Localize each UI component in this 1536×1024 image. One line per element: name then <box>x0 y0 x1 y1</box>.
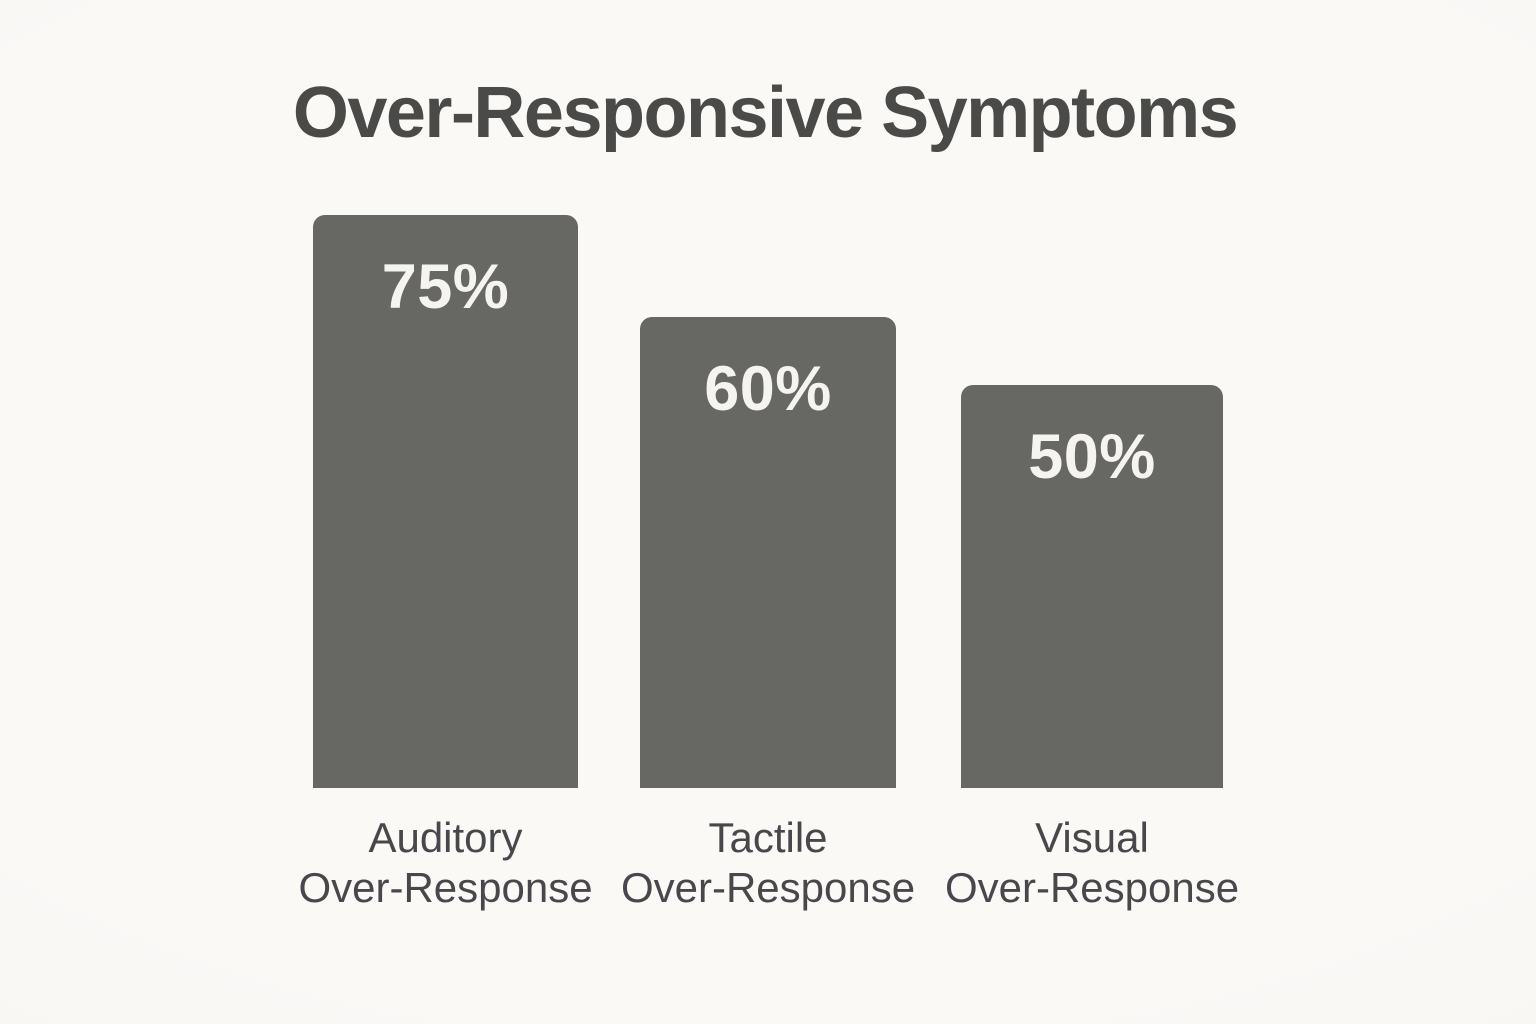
plot-area: 75% Auditory Over-Response 60% Tactile O… <box>298 215 1239 913</box>
category-label-tactile: Tactile Over-Response <box>621 813 915 913</box>
bar-value-label: 60% <box>704 354 832 424</box>
category-label-line2: Over-Response <box>298 864 593 911</box>
bar-group-tactile: 60% Tactile Over-Response <box>621 317 915 913</box>
category-label-line1: Auditory <box>368 814 523 861</box>
category-label-line1: Visual <box>1035 814 1149 861</box>
category-label-line2: Over-Response <box>620 864 916 911</box>
bar-value-label: 75% <box>381 252 510 322</box>
bar-visual: 50% <box>961 385 1223 788</box>
bar-group-visual: 50% Visual Over-Response <box>945 385 1239 913</box>
category-label-line2: Over-Response <box>944 864 1240 911</box>
category-label-visual: Visual Over-Response <box>945 813 1239 913</box>
chart-title: Over-Responsive Symptoms <box>292 73 1239 153</box>
bar-tactile: 60% <box>640 317 896 788</box>
category-label-auditory: Auditory Over-Response <box>298 813 592 913</box>
bar-auditory: 75% <box>313 215 578 788</box>
bar-value-label: 50% <box>1028 422 1156 492</box>
category-label-line1: Tactile <box>708 814 828 861</box>
bar-group-auditory: 75% Auditory Over-Response <box>298 215 593 913</box>
